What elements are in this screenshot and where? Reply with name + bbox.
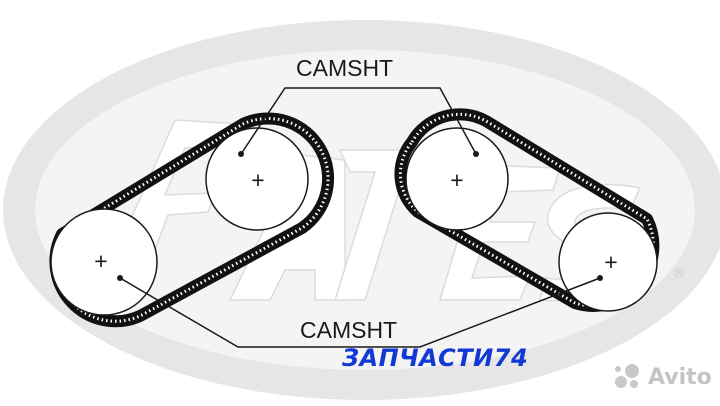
pulley-crank-left	[50, 208, 158, 316]
leader-lines	[119, 87, 601, 348]
pulley-crank-right	[558, 212, 658, 312]
leader-dot	[597, 275, 603, 281]
avito-watermark: Avito	[612, 362, 712, 392]
registered-mark: ®	[672, 266, 686, 282]
center-mark: +	[251, 167, 264, 193]
label-camshaft-top: CAMSHT	[296, 55, 393, 81]
avito-text: Avito	[648, 364, 712, 390]
leader-dot	[238, 151, 244, 157]
center-mark: +	[94, 248, 107, 274]
avito-logo-icon	[615, 364, 639, 388]
pulley-camshaft-right	[405, 127, 509, 231]
label-camshaft-bottom: CAMSHT	[300, 317, 397, 343]
pulley-camshaft-left	[205, 127, 309, 231]
shop-watermark-text: ЗАПЧАСТИ74	[342, 344, 529, 372]
leader-dot	[473, 151, 479, 157]
center-mark: +	[604, 249, 617, 275]
leader-dot	[117, 275, 123, 281]
center-mark: +	[450, 167, 463, 193]
